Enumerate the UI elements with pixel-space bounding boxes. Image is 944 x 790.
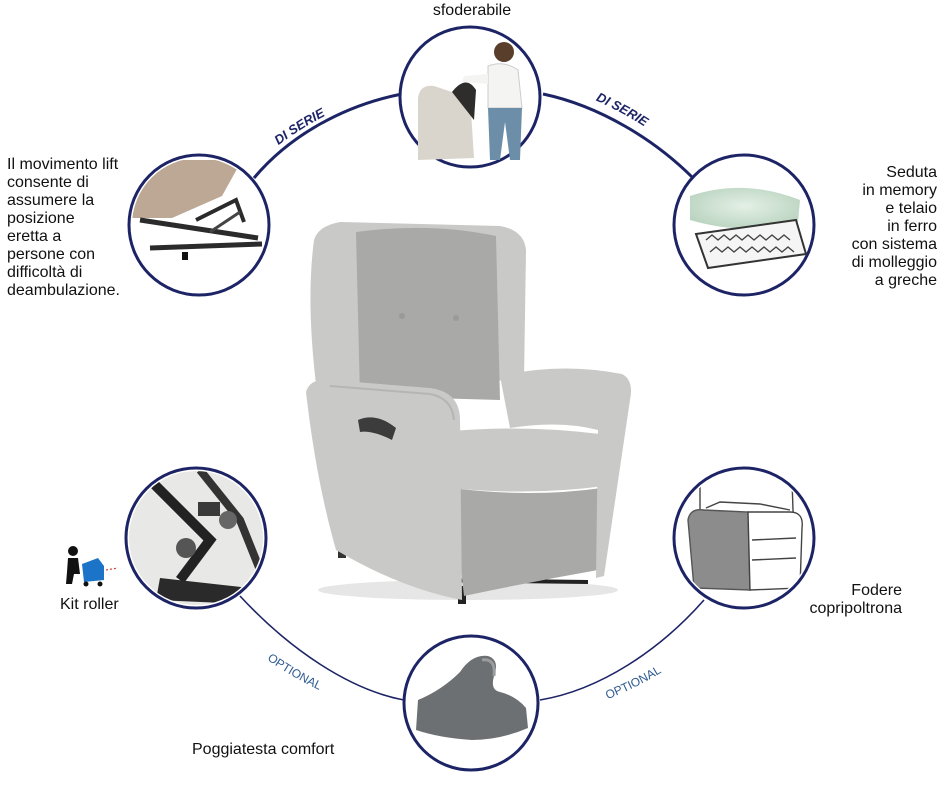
label-seduta: Seduta in memory e telaio in ferro con s… xyxy=(800,164,937,290)
label-poggiatesta: Poggiatesta comfort xyxy=(192,741,335,758)
armchair-illustration xyxy=(306,222,631,604)
label-line: Seduta xyxy=(886,164,937,181)
optional-arcs xyxy=(239,595,705,701)
memory-seat-springs-icon xyxy=(672,153,816,297)
label-line: con sistema xyxy=(851,236,937,253)
label-line: Il movimento lift xyxy=(7,156,119,173)
roller-pictogram-icon xyxy=(66,546,119,587)
armchair-cover-sketch-icon xyxy=(672,466,816,610)
label-line: in ferro xyxy=(887,218,937,235)
label-line: persone con xyxy=(7,246,96,263)
label-line: e telaio xyxy=(885,200,937,217)
optional-badge-right: OPTIONAL xyxy=(603,663,663,702)
roller-mechanism-icon xyxy=(124,466,268,610)
optional-badge-left: OPTIONAL xyxy=(265,650,324,692)
label-fodere: Fodere copripoltrona xyxy=(760,582,903,618)
arc-top-right xyxy=(542,92,695,180)
label-line: a greche xyxy=(874,272,937,289)
label-line: in memory xyxy=(862,182,937,199)
arc-bottom-right xyxy=(539,599,705,701)
label-line: consente di xyxy=(7,174,89,191)
woman-removing-cover-icon xyxy=(398,25,542,169)
label-lift: Il movimento lift consente di assumere l… xyxy=(7,156,147,300)
arc-bottom-left xyxy=(239,595,405,701)
arc-top-left xyxy=(252,92,403,179)
label-line: di molleggio xyxy=(851,254,937,271)
label-sfoderabile: sfoderabile xyxy=(432,2,512,19)
lift-mechanism-icon xyxy=(127,153,271,297)
label-line: copripoltrona xyxy=(809,600,903,617)
label-line: posizione xyxy=(7,210,75,227)
headrest-cushion-icon xyxy=(402,634,540,772)
label-line: assumere la xyxy=(7,192,95,209)
label-kit-roller: Kit roller xyxy=(60,596,119,613)
label-line: deambulazione. xyxy=(7,282,120,299)
label-line: Fodere xyxy=(851,582,902,599)
label-line: difficoltà di xyxy=(7,264,83,281)
label-line: eretta a xyxy=(7,228,62,245)
connector-arcs xyxy=(252,92,695,180)
